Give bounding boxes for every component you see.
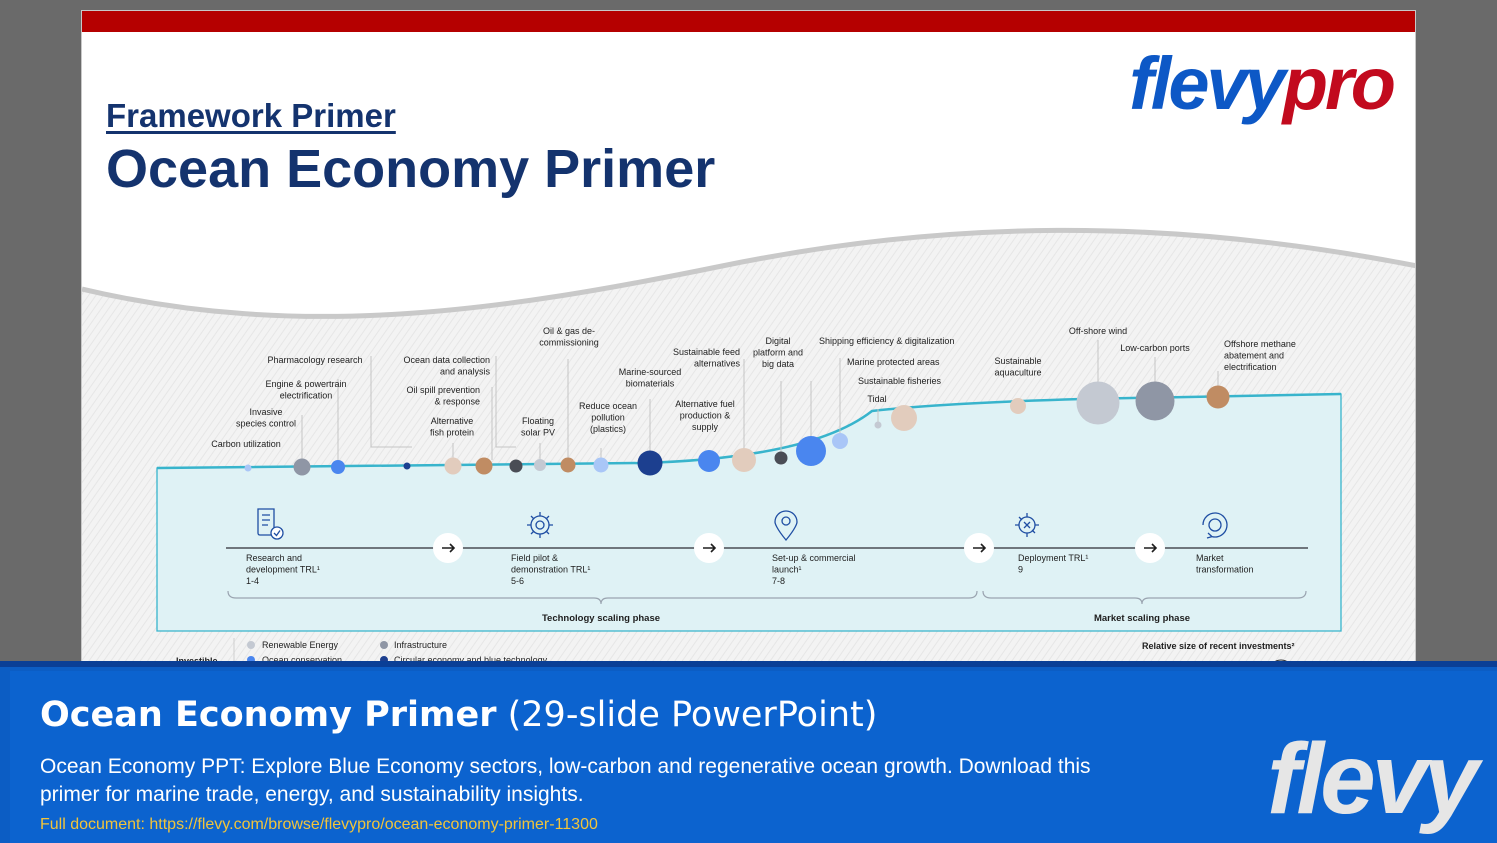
investment-bubble bbox=[1010, 398, 1026, 414]
investment-bubble bbox=[244, 464, 252, 472]
leader-lines bbox=[301, 340, 1219, 460]
investment-bubble bbox=[874, 421, 882, 429]
leader-line bbox=[370, 356, 412, 448]
investment-bubble bbox=[403, 462, 411, 470]
investment-bubble bbox=[732, 448, 756, 472]
slide-title: Ocean Economy Primer bbox=[106, 139, 716, 199]
technology-phase-label: Technology scaling phase bbox=[542, 613, 660, 624]
gear-icon bbox=[527, 512, 553, 538]
initiative-label: Oil & gas de-commissioning bbox=[539, 326, 599, 348]
legend-item-circular-economy: Circular economy and blue technology bbox=[394, 655, 548, 665]
stage-arrows bbox=[433, 533, 1165, 563]
arrow-right-icon bbox=[694, 533, 724, 563]
technology-phase-brace bbox=[227, 590, 978, 605]
investment-bubble bbox=[637, 450, 663, 476]
legend-item-renewable: Renewable Energy bbox=[262, 640, 339, 650]
initiative-label: Low-carbon ports bbox=[1120, 343, 1190, 353]
leader-line bbox=[495, 356, 516, 448]
banner-description: Ocean Economy PPT: Explore Blue Economy … bbox=[40, 755, 1091, 806]
initiative-label: Oil spill prevention& response bbox=[406, 385, 480, 407]
initiative-label: Marine protected areas bbox=[847, 357, 940, 367]
market-phase-brace bbox=[982, 590, 1307, 605]
investment-bubble bbox=[774, 451, 788, 465]
stage-icons bbox=[257, 508, 1228, 542]
investment-bubble bbox=[509, 459, 523, 473]
slide-preview: Framework Primer Ocean Economy Primer fl… bbox=[81, 10, 1416, 710]
initiative-label: Off-shore wind bbox=[1069, 326, 1127, 336]
legend-relative-size-label: Relative size of recent investments² bbox=[1142, 641, 1295, 651]
wave-edge bbox=[82, 227, 1415, 319]
banner-title: Ocean Economy Primer (29-slide PowerPoin… bbox=[40, 695, 878, 735]
legend-item-infrastructure: Infrastructure bbox=[394, 640, 447, 650]
initiative-label: Shipping efficiency & digitalization bbox=[819, 336, 954, 346]
arrow-right-icon bbox=[433, 533, 463, 563]
investment-bubble bbox=[1135, 381, 1175, 421]
investment-bubble bbox=[832, 433, 848, 449]
flevypro-logo: flevypro bbox=[1129, 42, 1396, 125]
investment-bubble bbox=[891, 405, 917, 431]
location-pin-icon bbox=[774, 510, 798, 542]
document-banner: Ocean Economy Primer (29-slide PowerPoin… bbox=[0, 661, 1497, 843]
arrow-right-icon bbox=[1135, 533, 1165, 563]
investment-bubble bbox=[444, 457, 462, 475]
investment-bubble bbox=[698, 450, 720, 472]
flevy-logo: flevy bbox=[1267, 723, 1479, 835]
investment-bubble bbox=[593, 457, 609, 473]
investment-bubbles bbox=[244, 381, 1230, 476]
full-document-link[interactable]: Full document: https://flevy.com/browse/… bbox=[40, 816, 598, 833]
investment-bubble bbox=[475, 457, 493, 475]
initiative-label: Tidal bbox=[867, 394, 886, 404]
initiative-label: Pharmacology research bbox=[267, 355, 362, 365]
market-phase-label: Market scaling phase bbox=[1094, 613, 1190, 624]
investment-bubble bbox=[1076, 381, 1120, 425]
legend-item-ocean-conservation: Ocean conservation bbox=[262, 655, 342, 665]
gear-cycle-icon bbox=[1015, 513, 1039, 537]
transformation-cycle-icon bbox=[1202, 512, 1228, 539]
investment-bubble bbox=[1206, 385, 1230, 409]
investment-bubble bbox=[534, 459, 546, 471]
adoption-curve bbox=[156, 392, 1342, 470]
slide-subtitle: Framework Primer bbox=[106, 97, 396, 134]
arrow-right-icon bbox=[964, 533, 994, 563]
initiative-label: Carbon utilization bbox=[211, 439, 281, 449]
investment-bubble bbox=[293, 458, 311, 476]
slide-header-bar bbox=[82, 11, 1415, 32]
investment-bubble bbox=[560, 457, 576, 473]
document-check-icon bbox=[257, 508, 284, 540]
investment-bubble bbox=[331, 460, 345, 474]
initiative-label: Sustainable fisheries bbox=[858, 376, 942, 386]
investment-bubble bbox=[796, 436, 826, 466]
